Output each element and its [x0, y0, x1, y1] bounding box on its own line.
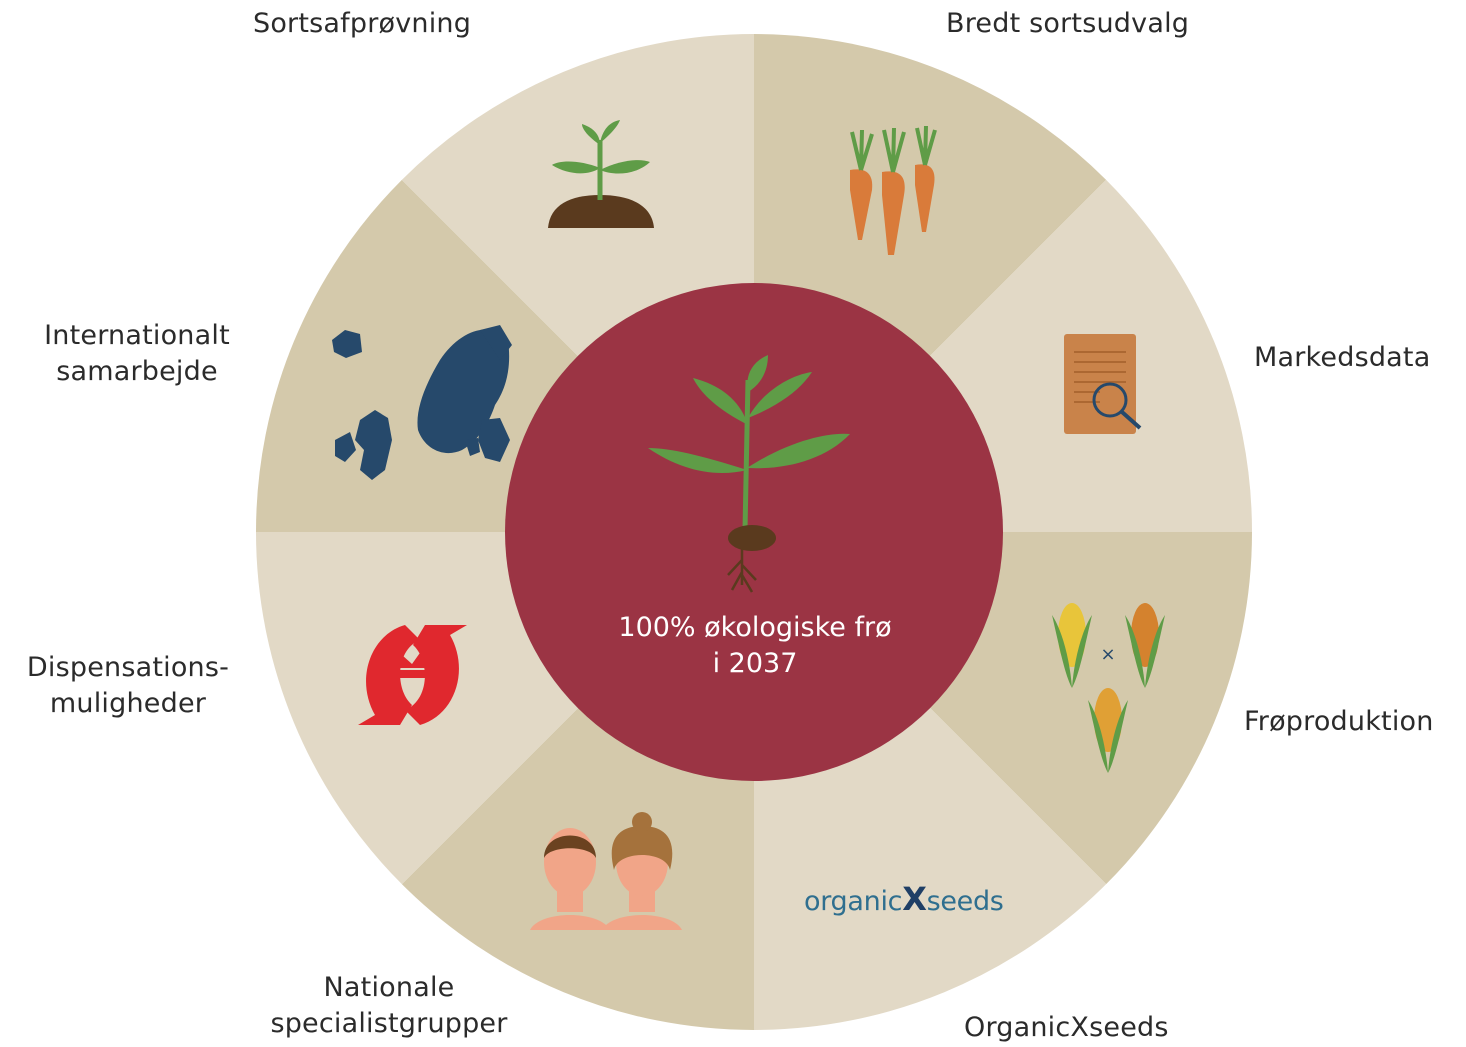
- organic-label-icon: [358, 625, 467, 725]
- label-internationalt-samarbejde: Internationalt samarbejde: [44, 320, 230, 387]
- center-goal-text: 100% økologiske frø i 2037: [605, 610, 905, 682]
- label-bredt-sortsudvalg: Bredt sortsudvalg: [946, 8, 1190, 39]
- label-sortsafproevning: Sortsafprøvning: [253, 8, 472, 39]
- seedling-icon: [548, 120, 654, 228]
- label-froeproduktion: Frøproduktion: [1244, 706, 1434, 737]
- label-nationale-specialistgrupper: Nationale specialistgrupper: [270, 972, 508, 1039]
- center-goal-line-1: 100% økologiske frø: [618, 612, 892, 643]
- corn-cross-icon: ×: [1052, 603, 1165, 773]
- woman-figure: [602, 812, 682, 930]
- label-organicxseeds: OrganicXseeds: [964, 1012, 1169, 1043]
- center-goal-line-2: i 2037: [712, 648, 798, 679]
- center-plant-icon: [648, 355, 850, 593]
- svg-text:×: ×: [1100, 644, 1115, 665]
- corn-cob-orange: [1125, 603, 1165, 688]
- people-icon: [530, 812, 682, 930]
- document-search-icon: [1064, 334, 1142, 434]
- organicxseeds-logo: organicXseeds: [804, 880, 1004, 918]
- europe-map-icon: [332, 325, 512, 480]
- label-markedsdata: Markedsdata: [1254, 342, 1431, 373]
- carrots-icon: [850, 125, 937, 255]
- corn-cob-yellow: [1052, 603, 1092, 688]
- corn-cob-hybrid: [1088, 688, 1128, 773]
- man-figure: [530, 828, 610, 930]
- label-dispensationsmuligheder: Dispensations- muligheder: [26, 652, 230, 719]
